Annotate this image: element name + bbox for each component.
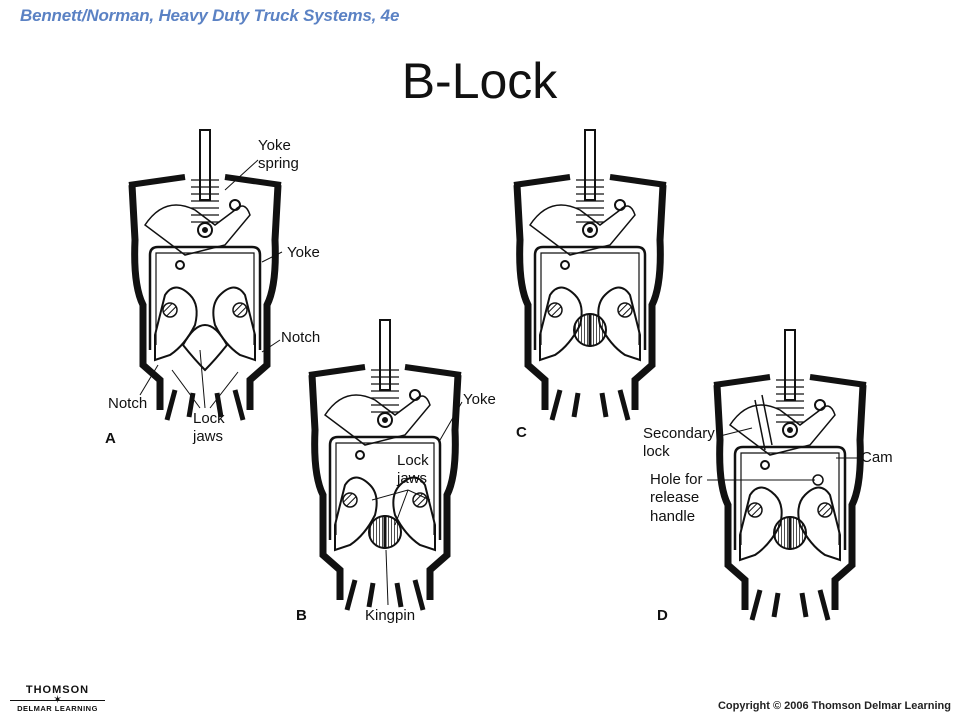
figure-c — [514, 130, 666, 420]
logo-star-icon: ✶ — [10, 694, 105, 706]
copyright-notice: Copyright © 2006 Thomson Delmar Learning — [717, 700, 951, 712]
figure-c-labels: C — [516, 424, 527, 441]
label-notch-right: Notch — [281, 329, 320, 346]
label-lock-jaws-b-2: jaws — [396, 470, 427, 487]
figure-b — [309, 320, 461, 610]
label-secondary-lock-2: lock — [643, 443, 670, 460]
label-secondary-lock-1: Secondary — [643, 425, 715, 442]
label-hole-release-1: Hole for — [650, 471, 703, 488]
label-lock-jaws-a-1: Lock — [193, 410, 225, 427]
label-notch-left: Notch — [108, 395, 147, 412]
publisher-logo: THOMSON ✶ DELMAR LEARNING — [10, 684, 105, 713]
label-hole-release-3: handle — [650, 508, 695, 525]
label-lock-jaws-b-1: Lock — [397, 452, 429, 469]
label-kingpin: Kingpin — [365, 607, 415, 624]
figure-letter-a: A — [105, 430, 116, 447]
label-yoke-b: Yoke — [463, 391, 496, 408]
logo-bottom-text: DELMAR LEARNING — [17, 704, 98, 713]
logo-top-text: THOMSON — [25, 684, 90, 696]
figure-letter-b: B — [296, 607, 307, 624]
label-cam: Cam — [861, 449, 893, 466]
figure-letter-c: C — [516, 424, 527, 441]
label-lock-jaws-a-2: jaws — [192, 428, 223, 445]
figure-a — [129, 130, 281, 420]
figure-b-labels: Yoke Lock jaws Kingpin B — [296, 391, 496, 624]
figure-d — [714, 330, 866, 620]
figure-letter-d: D — [657, 607, 668, 624]
label-yoke-a: Yoke — [287, 244, 320, 261]
figure-d-labels: Secondary lock Cam Hole for release hand… — [643, 425, 893, 624]
label-hole-release-2: release — [650, 489, 699, 506]
label-yoke-spring-2: spring — [258, 155, 299, 172]
slide-title: B-Lock — [401, 53, 558, 109]
figure-a-labels: Yoke spring Yoke Notch Notch Lock jaws A — [105, 137, 320, 447]
book-title: Bennett/Norman, Heavy Duty Truck Systems… — [20, 6, 400, 25]
label-yoke-spring-1: Yoke — [258, 137, 291, 154]
